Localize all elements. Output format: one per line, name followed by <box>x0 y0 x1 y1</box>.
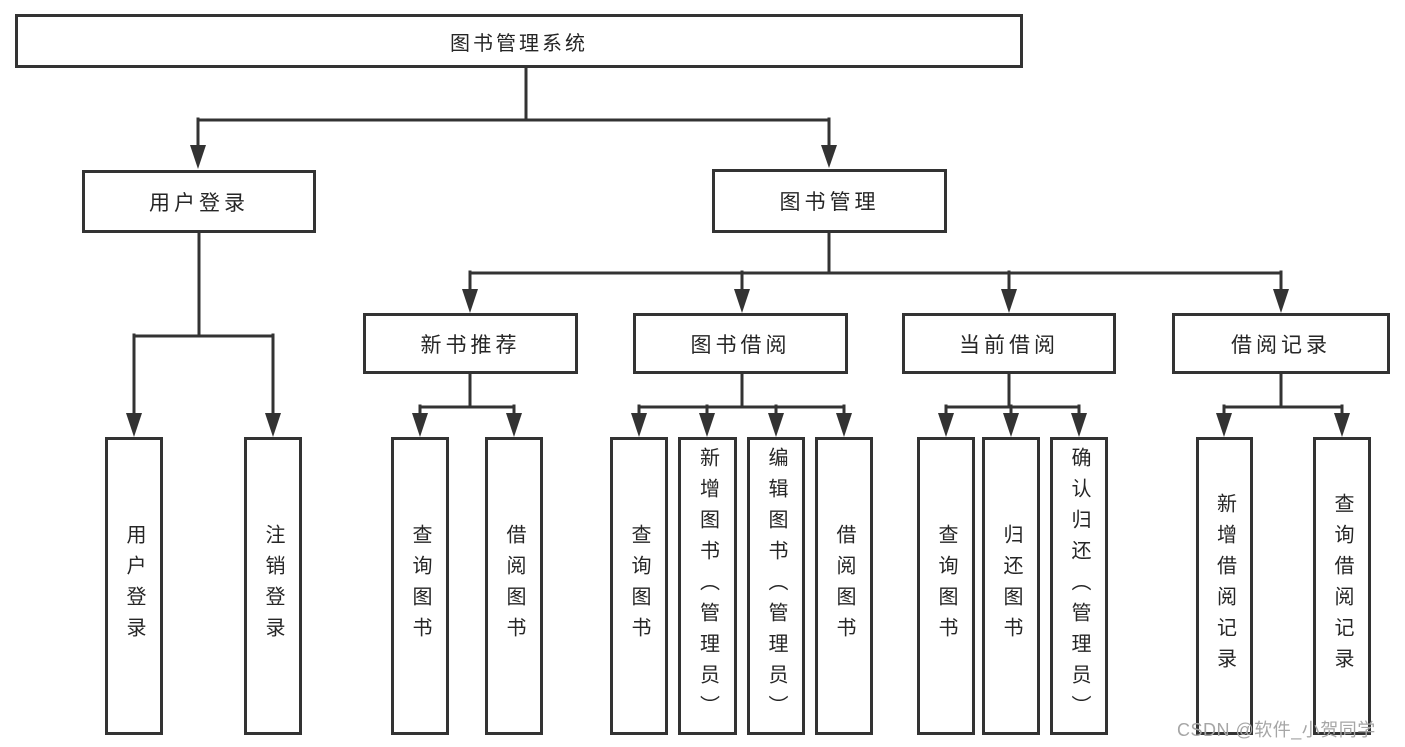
leaf-borrowing-add-books-admin: 新增图书（管理员） <box>678 437 737 735</box>
leaf-newbook-query-books: 查询图书 <box>391 437 449 735</box>
connector-root-to-level2 <box>196 65 831 148</box>
leaf-user-login: 用户登录 <box>105 437 163 735</box>
node-borrowing-records: 借阅记录 <box>1172 313 1390 374</box>
connector-borrowing-to-leaves <box>637 371 846 416</box>
connector-bookmgmt-to-level3 <box>468 229 1283 292</box>
node-new-book-recommend: 新书推荐 <box>363 313 578 374</box>
connector-current-to-leaves <box>944 371 1081 416</box>
leaf-borrowing-edit-books-admin: 编辑图书（管理员） <box>747 437 805 735</box>
watermark-text: CSDN @软件_小贺同学 <box>1177 720 1376 740</box>
leaf-borrowing-borrow-books: 借阅图书 <box>815 437 873 735</box>
connector-newbook-to-leaves <box>418 371 516 416</box>
connector-userlogin-to-leaves <box>132 229 275 416</box>
node-current-borrowing: 当前借阅 <box>902 313 1116 374</box>
leaf-current-query-books: 查询图书 <box>917 437 975 735</box>
connector-records-to-leaves <box>1222 371 1344 416</box>
leaf-newbook-borrow-books: 借阅图书 <box>485 437 543 735</box>
node-library-management-system: 图书管理系统 <box>15 14 1023 68</box>
leaf-records-query-record: 查询借阅记录 <box>1313 437 1371 735</box>
leaf-records-add-record: 新增借阅记录 <box>1196 437 1253 735</box>
leaf-current-return-books: 归还图书 <box>982 437 1040 735</box>
node-book-management: 图书管理 <box>712 169 947 233</box>
leaf-current-confirm-return-admin: 确认归还（管理员） <box>1050 437 1108 735</box>
node-book-borrowing: 图书借阅 <box>633 313 848 374</box>
leaf-logout-login: 注销登录 <box>244 437 302 735</box>
node-user-login: 用户登录 <box>82 170 316 233</box>
leaf-borrowing-query-books: 查询图书 <box>610 437 668 735</box>
